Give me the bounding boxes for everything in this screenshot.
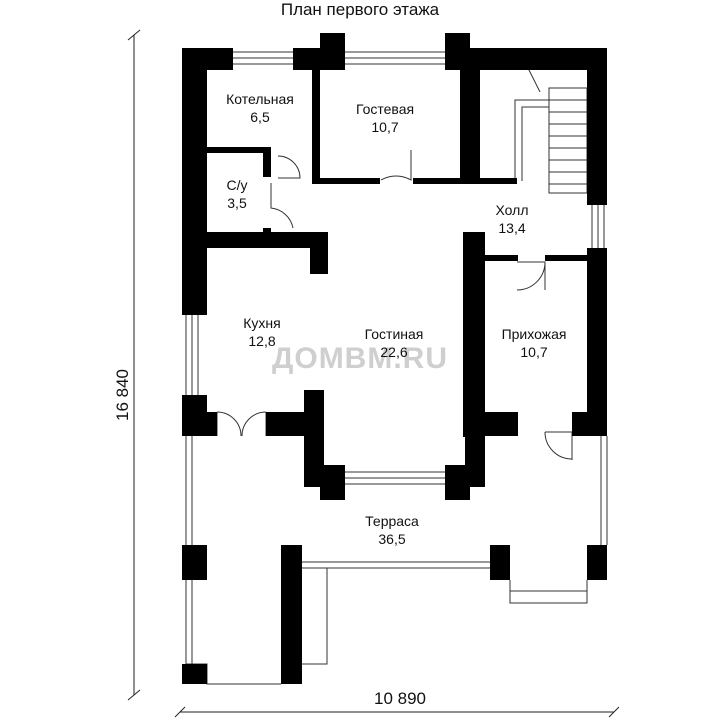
room-area-kitchen: 12,8 (248, 333, 275, 349)
room-area-living: 22,6 (380, 344, 407, 360)
dimension-height: 16 840 (113, 369, 132, 421)
dimension-width: 10 890 (374, 689, 426, 708)
room-name-entry: Прихожая (502, 326, 567, 342)
room-area-guest: 10,7 (371, 119, 398, 135)
thin-lines (185, 51, 608, 685)
plan-title: План первого этажа (280, 0, 440, 19)
room-area-boiler: 6,5 (250, 109, 270, 125)
room-name-kitchen: Кухня (243, 315, 280, 331)
room-name-guest: Гостевая (356, 101, 414, 117)
room-labels: Котельная 6,5 Гостевая 10,7 С/у 3,5 Холл… (226, 91, 566, 547)
dimension-lines (127, 29, 620, 718)
walls (182, 33, 607, 684)
room-area-entry: 10,7 (520, 344, 547, 360)
room-name-hall: Холл (496, 202, 529, 218)
room-area-hall: 13,4 (498, 220, 525, 236)
room-name-terrace: Терраса (365, 513, 419, 529)
room-area-terrace: 36,5 (378, 531, 405, 547)
watermark: ДОМВМ.RU (272, 342, 448, 375)
room-name-wc: С/у (227, 177, 248, 193)
room-area-wc: 3,5 (227, 195, 247, 211)
room-name-living: Гостиная (365, 326, 424, 342)
room-name-boiler: Котельная (226, 91, 294, 107)
